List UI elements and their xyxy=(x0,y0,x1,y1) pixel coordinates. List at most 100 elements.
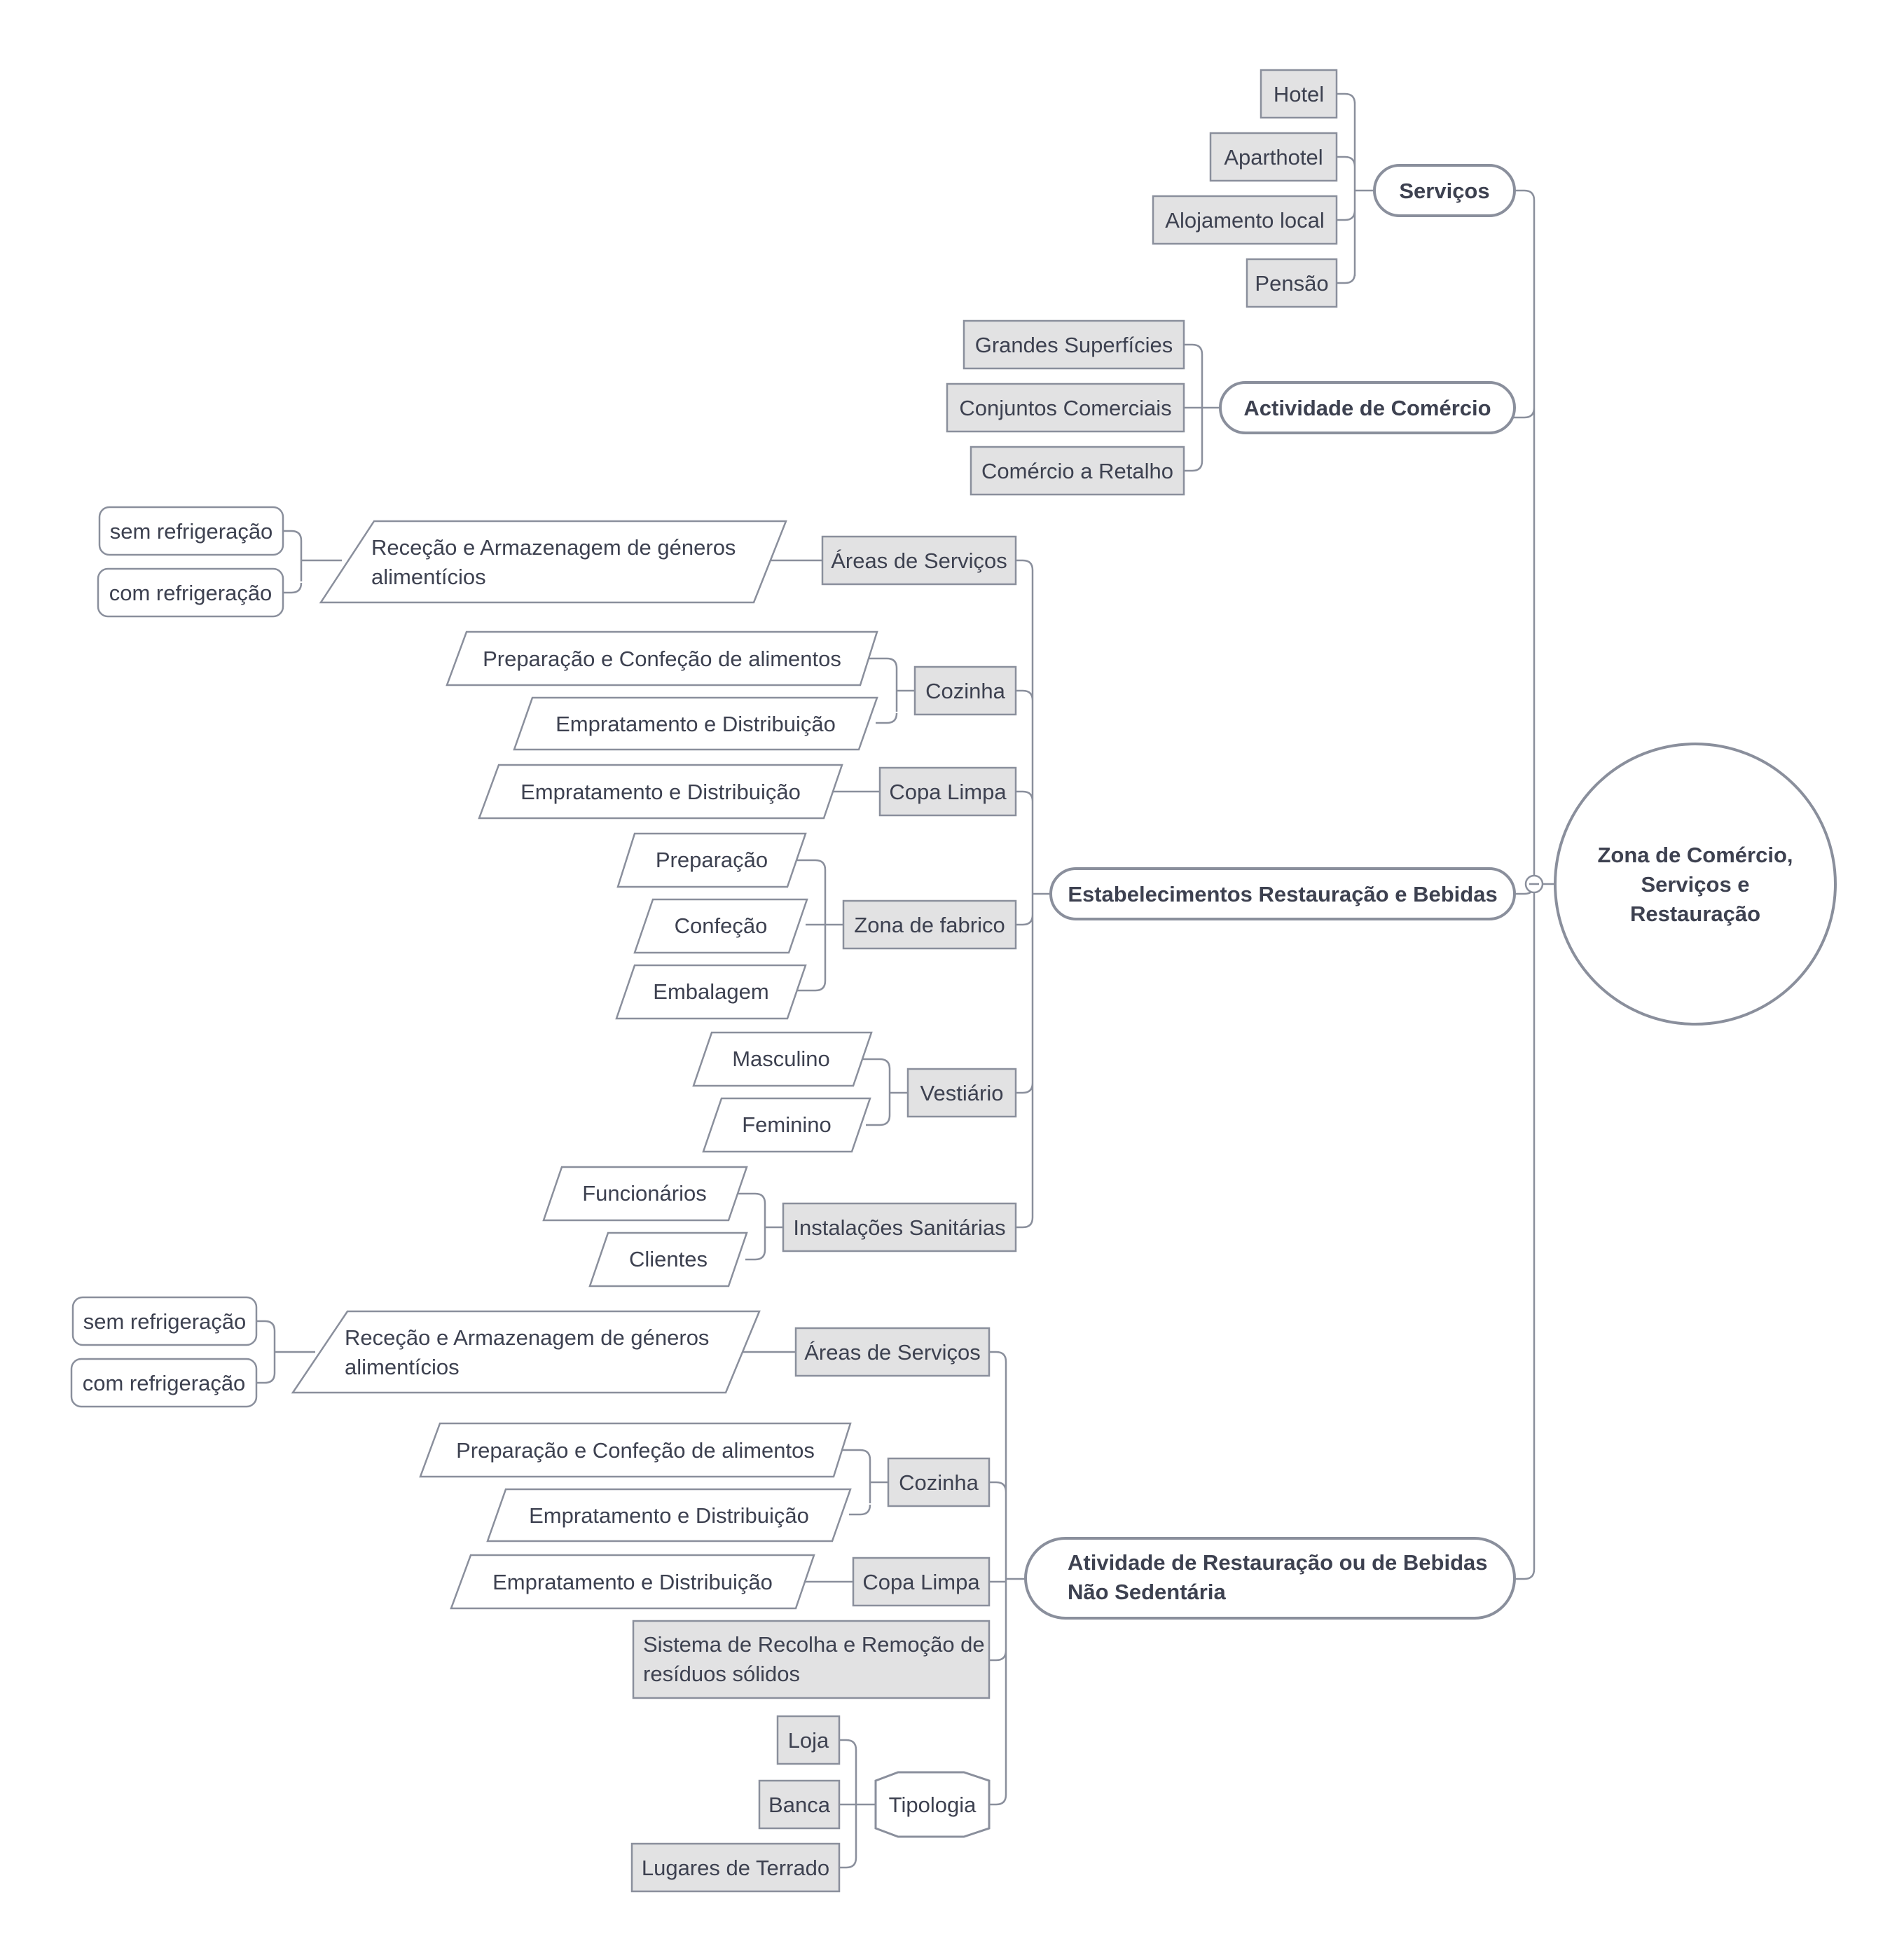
node-estab-preparacao[interactable]: Preparação xyxy=(616,832,807,888)
root-line-1: Zona de Comércio, xyxy=(1597,843,1793,867)
node-box xyxy=(70,1358,258,1408)
node-box xyxy=(1209,132,1338,182)
branch-label: Serviços xyxy=(1399,179,1489,203)
node-ns-tipologia[interactable]: Tipologia xyxy=(874,1771,991,1838)
branch-label-line-2: Não Sedentária xyxy=(1068,1580,1226,1604)
node-label: sem refrigeração xyxy=(110,519,273,544)
node-label-line-1: Receção e Armazenagem de géneros xyxy=(345,1325,709,1350)
node-label: Áreas de Serviços xyxy=(831,548,1007,573)
node-label: Copa Limpa xyxy=(862,1570,980,1594)
node-label: Lugares de Terrado xyxy=(642,1856,829,1880)
node-label: Vestiário xyxy=(920,1081,1004,1105)
node-label-line-1: Receção e Armazenagem de géneros xyxy=(371,535,736,560)
node-conjuntos-comerciais[interactable]: Conjuntos Comerciais xyxy=(946,382,1185,433)
node-estab-funcionarios[interactable]: Funcionários xyxy=(542,1166,748,1222)
node-label: Preparação e Confeção de alimentos xyxy=(483,647,841,671)
node-box xyxy=(632,1620,991,1699)
connector xyxy=(835,1449,888,1516)
connector xyxy=(283,530,342,594)
node-pensao[interactable]: Pensão xyxy=(1246,258,1338,308)
node-shape xyxy=(486,1488,852,1543)
node-shape xyxy=(419,1422,852,1478)
node-estab-confecao[interactable]: Confeção xyxy=(633,898,808,954)
branch-actividade-comercio[interactable]: Actividade de Comércio xyxy=(1219,381,1516,434)
node-label: Zona de fabrico xyxy=(854,913,1005,937)
node-ns-sistema-recolha[interactable]: Sistema de Recolha e Remoção de resíduos… xyxy=(632,1620,991,1699)
node-estab-vestiario[interactable]: Vestiário xyxy=(906,1068,1017,1118)
node-box xyxy=(98,506,284,556)
branch-estabelecimentos[interactable]: Estabelecimentos Restauração e Bebidas xyxy=(1049,867,1516,920)
node-label: Loja xyxy=(788,1728,829,1753)
root-circle xyxy=(1554,743,1837,1026)
node-box xyxy=(97,567,284,618)
connector xyxy=(792,859,843,992)
node-ns-empratamento-2[interactable]: Empratamento e Distribuição xyxy=(450,1554,815,1610)
node-label: Embalagem xyxy=(653,979,768,1004)
root-line-3: Restauração xyxy=(1630,902,1760,926)
node-label: Grandes Superfícies xyxy=(975,333,1173,357)
connector xyxy=(1016,559,1051,1229)
node-aparthotel[interactable]: Aparthotel xyxy=(1209,132,1338,182)
node-grandes-superficies[interactable]: Grandes Superfícies xyxy=(963,319,1185,370)
node-estab-rececao[interactable]: Receção e Armazenagem de géneros aliment… xyxy=(319,520,787,604)
node-shape xyxy=(616,832,807,888)
node-label-line-2: alimentícios xyxy=(371,565,486,589)
connectors xyxy=(256,92,1554,1869)
branch-pill xyxy=(1049,867,1516,920)
node-ns-loja[interactable]: Loja xyxy=(776,1715,841,1765)
node-box xyxy=(946,382,1185,433)
node-ns-areas-servicos[interactable]: Áreas de Serviços xyxy=(794,1327,991,1377)
node-label: Alojamento local xyxy=(1165,208,1324,233)
node-alojamento-local[interactable]: Alojamento local xyxy=(1152,195,1338,245)
root-node[interactable]: Zona de Comércio, Serviços e Restauração xyxy=(1554,743,1837,1026)
node-shape xyxy=(291,1310,761,1394)
branch-pill xyxy=(1373,164,1516,217)
node-box xyxy=(852,1557,991,1607)
node-estab-zona-fabrico[interactable]: Zona de fabrico xyxy=(842,899,1017,950)
node-label: com refrigeração xyxy=(83,1371,246,1395)
branch-label: Actividade de Comércio xyxy=(1243,396,1491,420)
branch-servicos[interactable]: Serviços xyxy=(1373,164,1516,217)
node-estab-preparacao-confecao[interactable]: Preparação e Confeção de alimentos xyxy=(446,630,878,686)
node-hotel[interactable]: Hotel xyxy=(1260,69,1338,119)
node-ns-banca[interactable]: Banca xyxy=(758,1779,841,1830)
node-label: Aparthotel xyxy=(1224,145,1323,170)
node-estab-com-refrigeracao[interactable]: com refrigeração xyxy=(97,567,284,618)
node-ns-preparacao-confecao[interactable]: Preparação e Confeção de alimentos xyxy=(419,1422,852,1478)
node-ns-lugares-terrado[interactable]: Lugares de Terrado xyxy=(630,1842,841,1893)
node-shape xyxy=(446,630,878,686)
node-label-line-2: resíduos sólidos xyxy=(643,1662,800,1686)
node-estab-areas-servicos[interactable]: Áreas de Serviços xyxy=(821,535,1017,586)
node-box xyxy=(821,535,1017,586)
connector xyxy=(736,1192,783,1261)
node-estab-sem-refrigeracao[interactable]: sem refrigeração xyxy=(98,506,284,556)
node-ns-empratamento-1[interactable]: Empratamento e Distribuição xyxy=(486,1488,852,1543)
branch-pill xyxy=(1219,381,1516,434)
node-estab-empratamento-1[interactable]: Empratamento e Distribuição xyxy=(513,696,878,751)
node-label: Pensão xyxy=(1255,271,1328,296)
node-comercio-retalho[interactable]: Comércio a Retalho xyxy=(970,446,1185,496)
node-estab-feminino[interactable]: Feminino xyxy=(702,1097,871,1153)
node-estab-empratamento-2[interactable]: Empratamento e Distribuição xyxy=(478,764,843,820)
node-shape xyxy=(874,1771,991,1838)
node-estab-masculino[interactable]: Masculino xyxy=(692,1031,873,1087)
node-ns-cozinha[interactable]: Cozinha xyxy=(887,1457,991,1507)
node-estab-copa-limpa[interactable]: Copa Limpa xyxy=(878,766,1017,817)
node-shape xyxy=(692,1031,873,1087)
node-estab-instalacoes-sanitarias[interactable]: Instalações Sanitárias xyxy=(782,1202,1017,1252)
node-label: Preparação e Confeção de alimentos xyxy=(456,1438,815,1463)
node-estab-clientes[interactable]: Clientes xyxy=(588,1231,748,1288)
node-ns-rececao[interactable]: Receção e Armazenagem de géneros aliment… xyxy=(291,1310,761,1394)
node-label: Copa Limpa xyxy=(889,780,1007,804)
node-ns-com-refrigeracao[interactable]: com refrigeração xyxy=(70,1358,258,1408)
node-box xyxy=(1246,258,1338,308)
node-label: Comércio a Retalho xyxy=(981,459,1173,483)
node-box xyxy=(794,1327,991,1377)
node-ns-sem-refrigeracao[interactable]: sem refrigeração xyxy=(71,1296,258,1346)
node-ns-copa-limpa[interactable]: Copa Limpa xyxy=(852,1557,991,1607)
node-estab-cozinha[interactable]: Cozinha xyxy=(913,665,1017,716)
branch-nao-sedentaria[interactable]: Atividade de Restauração ou de Bebidas N… xyxy=(1024,1537,1516,1620)
node-estab-embalagem[interactable]: Embalagem xyxy=(615,964,807,1020)
branch-pill xyxy=(1024,1537,1516,1620)
node-box xyxy=(842,899,1017,950)
